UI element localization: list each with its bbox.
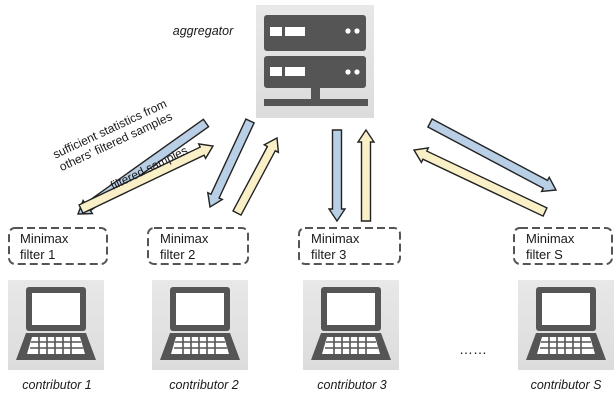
downlink-arrow-contributor-s	[426, 118, 558, 193]
minimax-filter-3-box	[298, 227, 401, 265]
more-contributors-ellipsis: ……	[459, 341, 487, 357]
filter-3-line-2: filter 3	[311, 247, 346, 262]
aggregator-label: aggregator	[173, 24, 234, 38]
filter-3-line-1: Minimax	[311, 231, 360, 246]
minimax-filter-s-box	[513, 227, 613, 265]
uplink-arrow-contributor-s	[412, 147, 548, 218]
filter-2-line-1: Minimax	[160, 231, 209, 246]
filter-1-line-2: filter 1	[20, 247, 55, 262]
contributor-s: Minimax filter S contributor S	[513, 227, 614, 392]
laptop-icon	[518, 280, 614, 370]
laptop-icon	[303, 280, 399, 370]
filter-s-line-2: filter S	[526, 247, 563, 262]
contributor-3-label: contributor 3	[317, 378, 387, 392]
minimax-filter-1-box	[8, 227, 108, 265]
aggregator-node: aggregator	[173, 5, 374, 118]
laptop-icon	[152, 280, 248, 370]
contributor-2-label: contributor 2	[169, 378, 239, 392]
filter-2-line-2: filter 2	[160, 247, 195, 262]
contributor-2: Minimax filter 2 contributor 2	[147, 227, 249, 392]
contributor-3: Minimax filter 3 contributor 3	[298, 227, 401, 392]
downlink-arrow-contributor-3	[327, 129, 347, 223]
uplink-arrow-contributor-3	[356, 128, 376, 222]
laptop-icon	[8, 280, 104, 370]
uplink-arrow-contributor-1	[78, 143, 215, 215]
contributor-1: Minimax filter 1 contributor 1	[8, 227, 108, 392]
filter-s-line-1: Minimax	[526, 231, 575, 246]
arrow-layer	[76, 118, 558, 223]
filter-1-line-1: Minimax	[20, 231, 69, 246]
uplink-arrow-contributor-2	[232, 136, 280, 217]
contributor-s-label: contributor S	[531, 378, 603, 392]
minimax-filter-2-box	[147, 227, 249, 265]
downlink-arrow-contributor-2	[206, 118, 256, 209]
contributor-1-label: contributor 1	[22, 378, 91, 392]
server-icon	[256, 5, 374, 118]
